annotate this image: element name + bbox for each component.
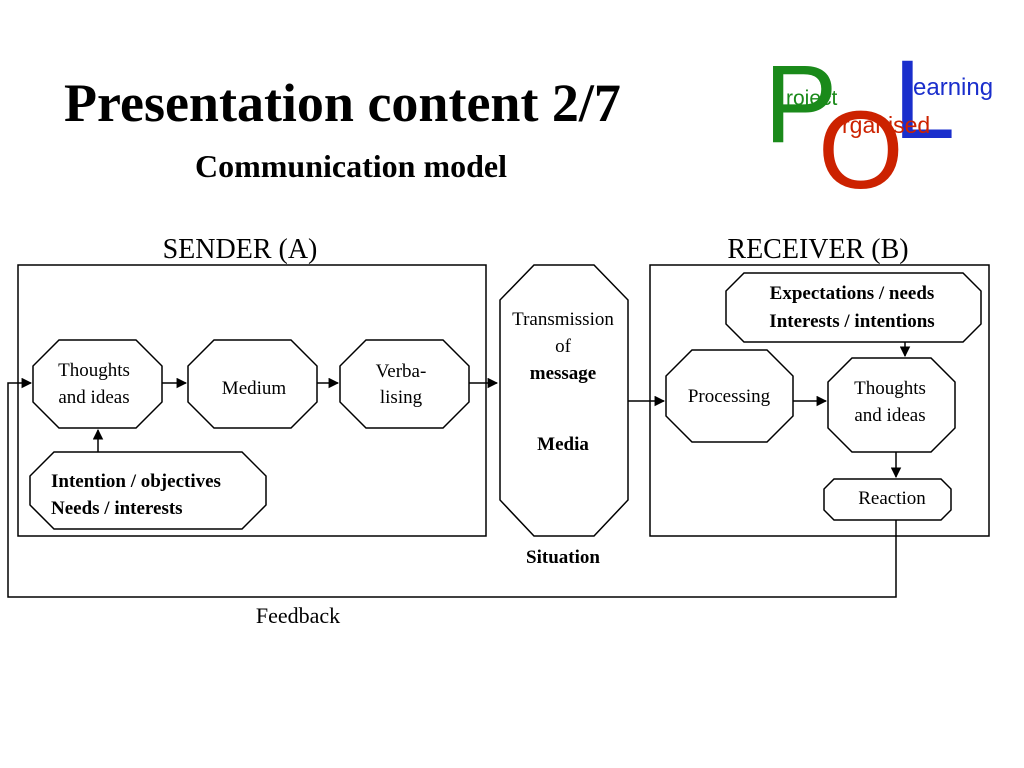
intention-line-1: Intention / objectives xyxy=(51,471,221,492)
sender-thoughts-node xyxy=(32,339,163,429)
sender-thoughts-line-1: Thoughts xyxy=(58,360,130,381)
receiver-thoughts-line-2: and ideas xyxy=(854,405,925,426)
message-label: message xyxy=(530,363,596,384)
transmission-line-2: of xyxy=(555,336,572,357)
expectations-line-2: Interests / intentions xyxy=(769,311,934,332)
reaction-label: Reaction xyxy=(858,488,926,509)
logo-word-learning: earning xyxy=(913,74,994,101)
feedback-loop-arrow xyxy=(7,377,897,598)
intention-node xyxy=(29,451,267,530)
receiver-label: RECEIVER (B) xyxy=(727,234,908,265)
slide-title: Presentation content 2/7 xyxy=(64,73,621,133)
logo-letter-l: L xyxy=(893,37,956,162)
verbalising-line-1: Verba- xyxy=(376,361,427,382)
logo-letter-o: O xyxy=(818,89,904,212)
verbalising-line-2: lising xyxy=(380,387,423,408)
receiver-thoughts-line-1: Thoughts xyxy=(854,378,926,399)
intention-line-2: Needs / interests xyxy=(51,498,183,519)
sender-thoughts-line-2: and ideas xyxy=(58,387,129,408)
expectations-line-1: Expectations / needs xyxy=(770,283,935,304)
reaction-node xyxy=(823,478,952,521)
media-label: Media xyxy=(537,434,589,455)
verbalising-node xyxy=(339,339,470,429)
channel-node xyxy=(499,264,629,537)
situation-label: Situation xyxy=(526,547,600,568)
logo-word-project: roject xyxy=(786,87,838,110)
sender-label: SENDER (A) xyxy=(163,234,318,265)
processing-label: Processing xyxy=(688,386,771,407)
processing-node xyxy=(665,349,794,443)
logo-letter-p: P xyxy=(764,43,838,166)
medium-node xyxy=(187,339,318,429)
transmission-line-1: Transmission xyxy=(512,309,614,330)
sender-box xyxy=(17,264,487,537)
expectations-node xyxy=(725,272,982,343)
logo-word-organised: rganised xyxy=(842,112,931,138)
feedback-label: Feedback xyxy=(256,603,340,628)
medium-label: Medium xyxy=(222,378,287,399)
slide-subtitle: Communication model xyxy=(195,148,507,184)
receiver-thoughts-node xyxy=(827,357,956,453)
